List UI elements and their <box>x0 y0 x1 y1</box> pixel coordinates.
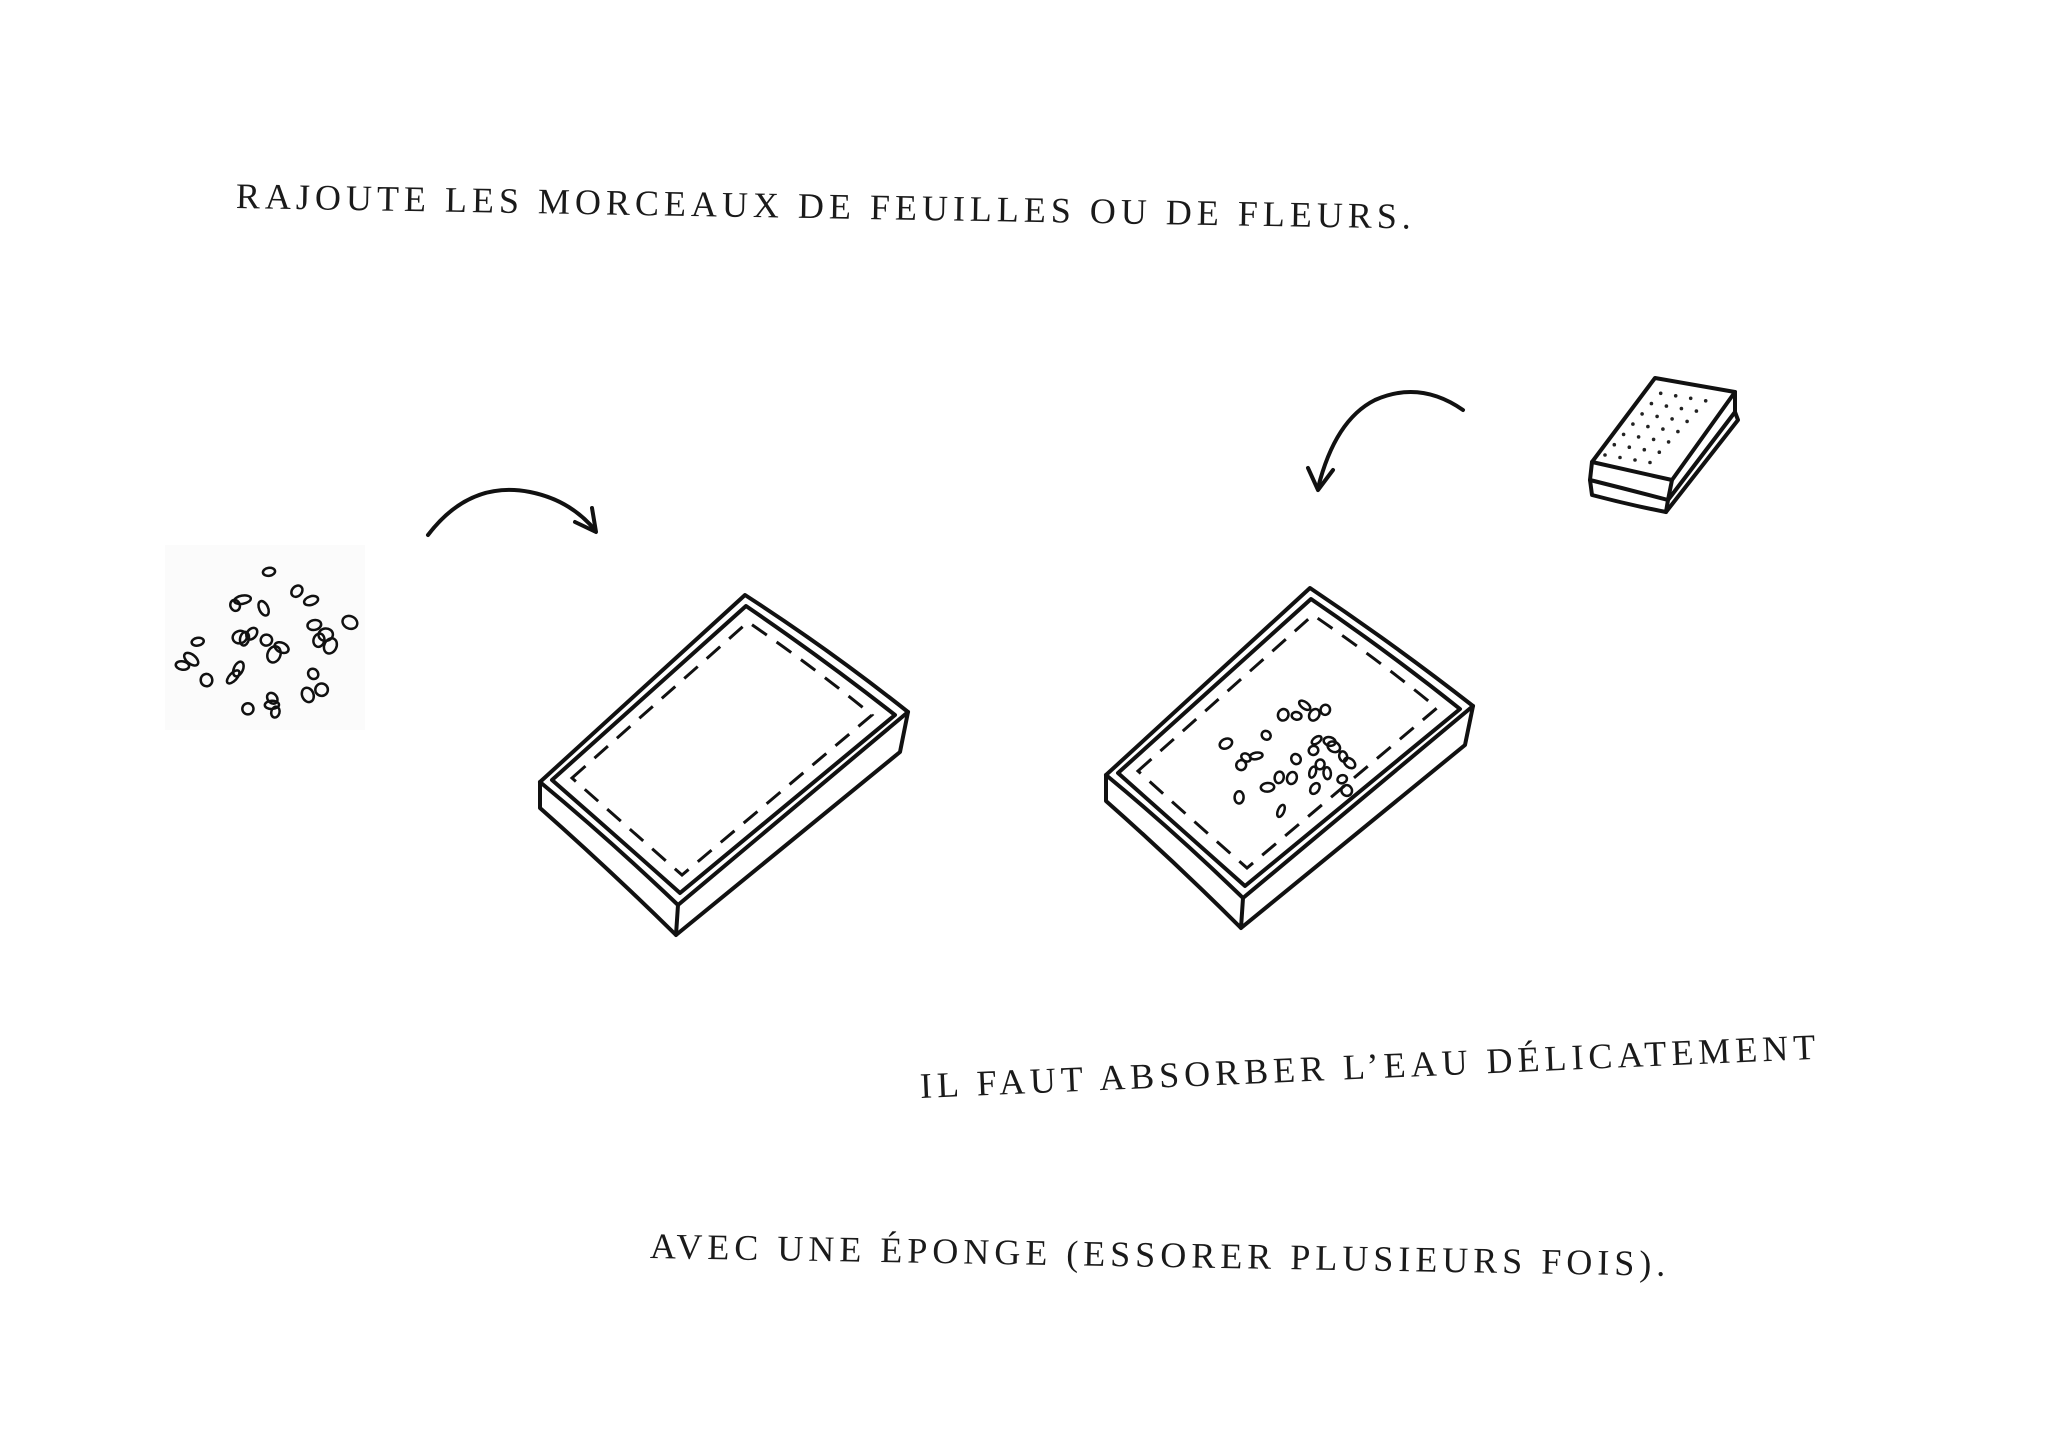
leaf-pieces-icon <box>165 545 365 730</box>
leaf-piece <box>232 594 253 606</box>
sponge-pore <box>1648 460 1652 465</box>
leaf-piece <box>306 667 320 681</box>
leaf-piece <box>1260 729 1272 741</box>
sponge-pore <box>1642 447 1647 452</box>
leaf-piece <box>1340 783 1354 798</box>
leaf-piece <box>241 701 255 716</box>
leaf-piece <box>1289 752 1303 766</box>
leaf-piece <box>1275 803 1287 819</box>
leaf-piece <box>174 659 191 672</box>
leaf-piece <box>1273 770 1286 785</box>
leaf-piece <box>199 672 214 688</box>
leaf-piece <box>269 705 281 719</box>
sponge-pore <box>1621 432 1626 437</box>
leaf-piece <box>1319 703 1332 717</box>
leaf-piece <box>1307 765 1318 779</box>
leaf-piece <box>1233 790 1245 805</box>
sponge-pore <box>1676 429 1680 434</box>
paper-tray-with-pieces-icon <box>1104 586 1475 930</box>
sponge-pore <box>1646 424 1650 429</box>
sponge-pore <box>1688 396 1693 401</box>
sponge-pore <box>1603 453 1607 457</box>
leaf-piece <box>1336 773 1349 785</box>
leaf-piece <box>261 566 277 578</box>
sponge-pore <box>1618 455 1622 460</box>
leaf-piece <box>1248 751 1264 761</box>
leaf-piece <box>1326 740 1342 754</box>
leaf-piece <box>1285 770 1299 786</box>
leaf-piece <box>265 691 279 705</box>
sponge-pore <box>1664 404 1669 408</box>
leaf-piece <box>1342 756 1357 770</box>
leaf-piece <box>259 633 274 647</box>
leaf-piece <box>1308 781 1321 796</box>
leaf-piece <box>225 669 241 685</box>
sponge-icon <box>1588 376 1740 514</box>
sponge-pore <box>1694 409 1699 413</box>
leaf-piece <box>1259 781 1276 793</box>
leaf-piece <box>1310 734 1323 746</box>
leaf-piece <box>273 640 290 655</box>
leaf-piece <box>182 651 200 667</box>
sponge-pore <box>1666 440 1671 444</box>
leaf-piece <box>257 599 270 617</box>
leaf-piece <box>1307 744 1320 757</box>
leaf-piece <box>1218 737 1234 750</box>
leaf-piece <box>302 594 320 607</box>
sponge-pore <box>1651 437 1656 442</box>
leaf-piece <box>1290 710 1303 721</box>
leaf-piece <box>341 614 359 631</box>
sponge-pore <box>1627 445 1632 450</box>
sponge-pore <box>1657 450 1662 455</box>
sponge-pore <box>1640 412 1644 416</box>
sponge-pore <box>1612 442 1617 447</box>
sponge-pore <box>1658 391 1663 396</box>
leaf-piece <box>306 618 323 632</box>
curved-arrow-right-icon <box>426 487 598 537</box>
leaf-piece <box>1235 758 1248 772</box>
leaf-piece <box>1314 758 1326 771</box>
sponge-pore <box>1636 435 1641 439</box>
curved-arrow-left-icon <box>1306 390 1465 492</box>
sponge-pore <box>1679 406 1684 411</box>
sponge-pore <box>1703 399 1708 403</box>
sponge-pore <box>1661 427 1665 431</box>
leaf-piece <box>1307 707 1321 722</box>
leaf-piece <box>290 584 304 599</box>
sponge-pore <box>1673 394 1678 398</box>
leaf-piece <box>1322 765 1333 781</box>
leaf-piece <box>229 598 242 613</box>
leaf-piece <box>1297 699 1312 712</box>
leaf-piece <box>266 645 282 664</box>
leaf-piece <box>190 636 205 647</box>
leaf-piece <box>314 682 330 698</box>
sponge-pore <box>1649 401 1654 406</box>
leaf-piece <box>322 637 339 655</box>
paper-tray-empty-icon <box>538 593 910 937</box>
sponge-pore <box>1655 414 1659 419</box>
leaf-piece <box>231 660 245 678</box>
sponge-pore <box>1670 417 1674 421</box>
leaf-piece <box>238 630 251 647</box>
leaf-piece <box>300 686 316 704</box>
sponge-pore <box>1631 422 1635 426</box>
leaf-piece <box>1276 707 1290 722</box>
sponge-pore <box>1633 458 1637 462</box>
sponge-pore <box>1685 419 1689 424</box>
